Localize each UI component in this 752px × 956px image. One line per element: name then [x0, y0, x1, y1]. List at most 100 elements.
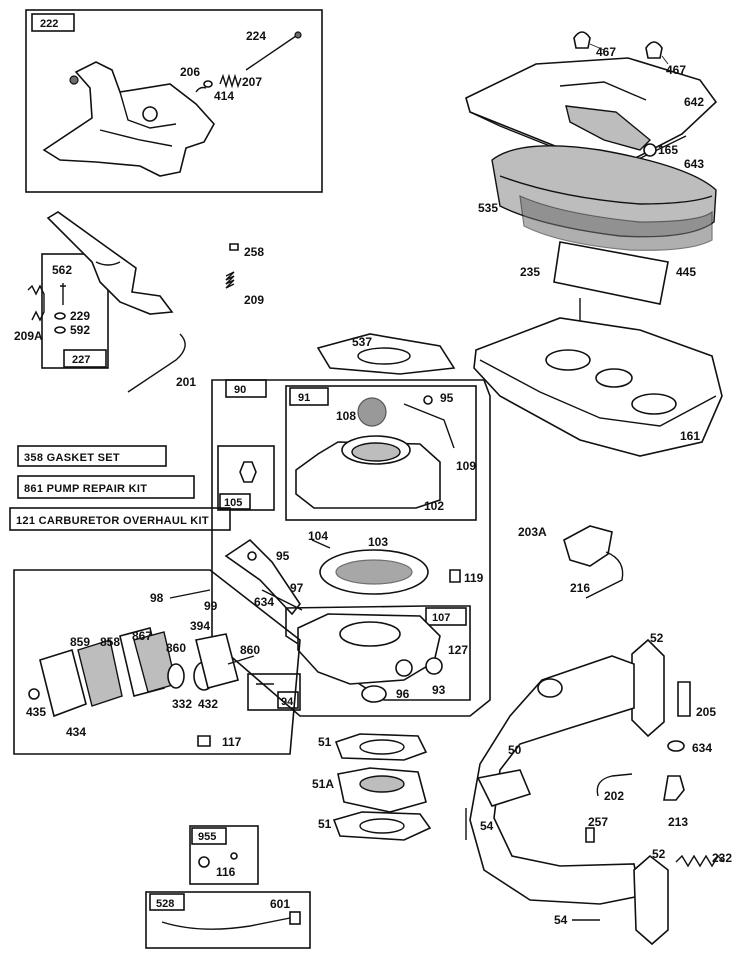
group-955-tag	[191, 827, 227, 845]
label-257: 257	[588, 815, 608, 829]
label-51-b: 51	[318, 817, 332, 831]
screw-95-a	[423, 395, 433, 405]
spring-hook	[195, 86, 207, 93]
screw-98	[169, 589, 211, 599]
lead-467-a	[589, 43, 605, 51]
cover-latch	[565, 105, 652, 151]
carb-throat-inner	[351, 442, 401, 462]
screw-95-b	[247, 551, 257, 561]
gasket-445	[553, 241, 669, 305]
nut-165	[643, 143, 657, 157]
label-229: 229	[70, 309, 90, 323]
label-445: 445	[676, 265, 696, 279]
label-216: 216	[570, 581, 590, 595]
group-94-tag	[277, 691, 299, 709]
label-592: 592	[70, 323, 90, 337]
label-102: 102	[424, 499, 444, 513]
bracket-203a	[563, 525, 613, 567]
label-235: 235	[520, 265, 540, 279]
label-119: 119	[464, 571, 484, 585]
kit-overhaul: 121 CARBURETOR OVERHAUL KIT	[16, 515, 209, 527]
group-222-frame	[25, 9, 323, 193]
bracket-edge	[99, 129, 173, 147]
label-601: 601	[270, 897, 290, 911]
screw-258	[229, 243, 239, 251]
plug-116	[198, 856, 210, 868]
washer-229	[54, 312, 66, 320]
gasket-537-hole	[357, 347, 411, 365]
label-860-b: 860	[240, 643, 260, 657]
kit-pump-repair-frame	[17, 475, 195, 499]
pipe-port-upper	[537, 678, 563, 698]
label-109: 109	[456, 459, 476, 473]
label-202: 202	[604, 789, 624, 803]
label-535: 535	[478, 201, 498, 215]
label-50: 50	[508, 743, 522, 757]
group-955-label: 955	[198, 831, 216, 843]
clip-202	[596, 773, 633, 797]
seal-96	[361, 685, 387, 703]
group-528: 528 601	[145, 891, 311, 949]
group-105-frame	[217, 445, 275, 511]
label-127: 127	[448, 643, 468, 657]
label-95-a: 95	[440, 391, 454, 405]
intake-pipe-50	[469, 655, 641, 905]
gasket-51-a-hole	[359, 739, 405, 755]
wire-216	[585, 551, 624, 599]
bracket-hole	[69, 75, 79, 85]
screw-117	[197, 735, 211, 747]
lever-bend	[95, 261, 121, 266]
label-858: 858	[100, 635, 120, 649]
label-467-b: 467	[666, 63, 686, 77]
label-213: 213	[668, 815, 688, 829]
float-bowl-gasket-inner	[335, 559, 413, 585]
precleaner-535	[519, 195, 713, 251]
group-227-label: 227	[72, 354, 90, 366]
label-54-b: 54	[554, 913, 568, 927]
label-54-a: 54	[480, 819, 494, 833]
label-201: 201	[176, 375, 196, 389]
group-107-frame	[285, 605, 471, 701]
label-562: 562	[52, 263, 72, 277]
label-414: 414	[214, 89, 234, 103]
base-rim	[479, 359, 717, 427]
fuel-line-601	[161, 917, 291, 930]
kit-gasket-set-frame	[17, 445, 167, 467]
group-107-tag	[425, 607, 467, 626]
washer-592	[54, 326, 66, 334]
spring-332	[167, 663, 185, 689]
base-port-1	[545, 349, 591, 371]
nut-93	[395, 659, 413, 677]
base-port-3	[631, 393, 677, 415]
pin-104	[311, 539, 331, 549]
label-52-b: 52	[652, 847, 666, 861]
screw-119	[449, 569, 461, 583]
label-51a: 51A	[312, 777, 334, 791]
label-161: 161	[680, 429, 700, 443]
fuel-pump-frame	[13, 569, 301, 755]
group-222: 222 224 206 207 414	[25, 9, 323, 193]
cover-rib	[559, 81, 647, 101]
filter-band	[499, 175, 713, 205]
plate-394	[195, 633, 239, 689]
screw-435	[28, 688, 40, 700]
bracket-pivot	[142, 106, 158, 122]
label-859: 859	[70, 635, 90, 649]
lead-467-b	[661, 55, 669, 65]
kit-overhaul-frame	[9, 507, 231, 531]
group-528-tag	[149, 893, 185, 911]
group-227-tag	[63, 349, 107, 368]
group-528-label: 528	[156, 898, 174, 910]
group-528-frame	[145, 891, 311, 949]
fuel-pump-group: 98 99 859 858 867 860 394 860 435 434 33…	[13, 569, 301, 755]
label-435: 435	[26, 705, 46, 719]
label-634-b: 634	[692, 741, 712, 755]
label-432: 432	[198, 697, 218, 711]
spring-207	[219, 73, 242, 89]
fitting-205	[677, 681, 691, 717]
base-port-2	[595, 368, 633, 388]
bracket-203a-group: 203A 216	[518, 525, 624, 599]
label-209: 209	[244, 293, 264, 307]
throttle-bracket	[42, 61, 215, 177]
group-227: 227 562 229 592 209A 258 209 201	[14, 211, 264, 393]
